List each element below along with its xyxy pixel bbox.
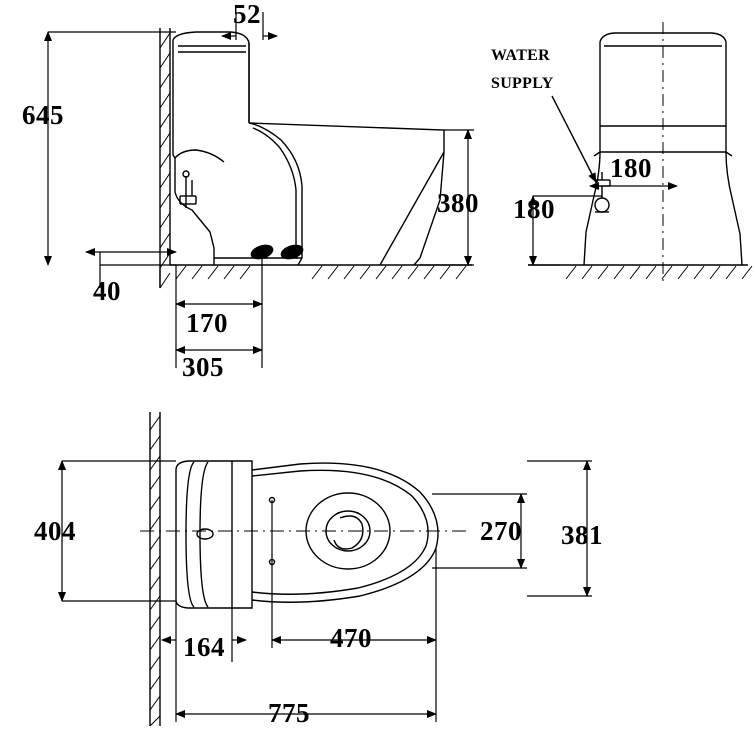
dimension-label-381: 381 [561,520,603,550]
dimension-label-52: 52 [233,0,261,29]
rear-view-dimension-lines [528,182,678,266]
dimension-label-270: 270 [480,516,522,546]
dimension-label-380: 380 [437,188,479,218]
dimension-label-170: 170 [186,308,228,338]
dimension-label-180-horizontal: 180 [610,153,652,183]
water-supply-label-line1: WATER [491,47,550,64]
dimension-label-404: 404 [34,516,76,546]
dimension-label-645: 645 [22,100,64,130]
dimension-label-180-vertical: 180 [513,194,555,224]
top-view-dimension-lines [58,460,592,722]
top-plan-view [140,412,470,727]
dimension-label-470: 470 [330,623,372,653]
side-elevation-view [159,28,472,289]
rear-elevation-view [528,22,753,282]
water-supply-label-line2: SUPPLY [491,75,554,92]
dimension-label-775: 775 [268,698,310,728]
dimension-label-40: 40 [93,276,121,306]
dimension-label-305: 305 [182,352,224,382]
dimension-label-164: 164 [183,632,225,662]
side-view-dimension-lines [44,12,474,368]
